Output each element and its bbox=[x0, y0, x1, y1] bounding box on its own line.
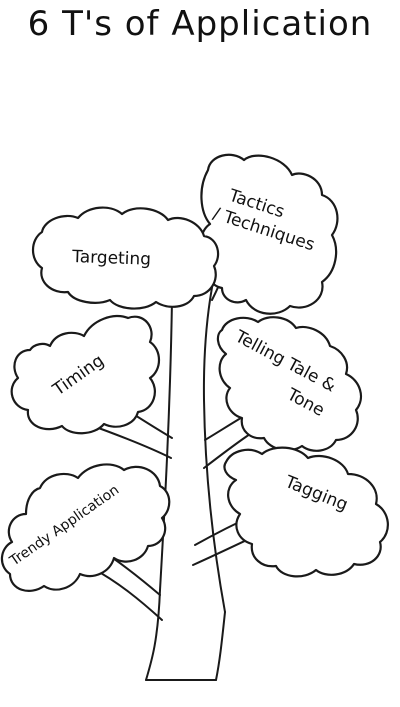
leaf-cloud-tagging bbox=[223, 446, 389, 578]
leaf-cloud-telling bbox=[216, 316, 363, 452]
page-title: 6 T's of Application bbox=[27, 4, 373, 44]
leaf-label-targeting: Targeting bbox=[71, 247, 152, 270]
leaf-cloud-timing bbox=[10, 314, 161, 435]
leaf-cloud-trendy bbox=[0, 463, 171, 592]
leaf-cloud-targeting bbox=[31, 206, 220, 310]
